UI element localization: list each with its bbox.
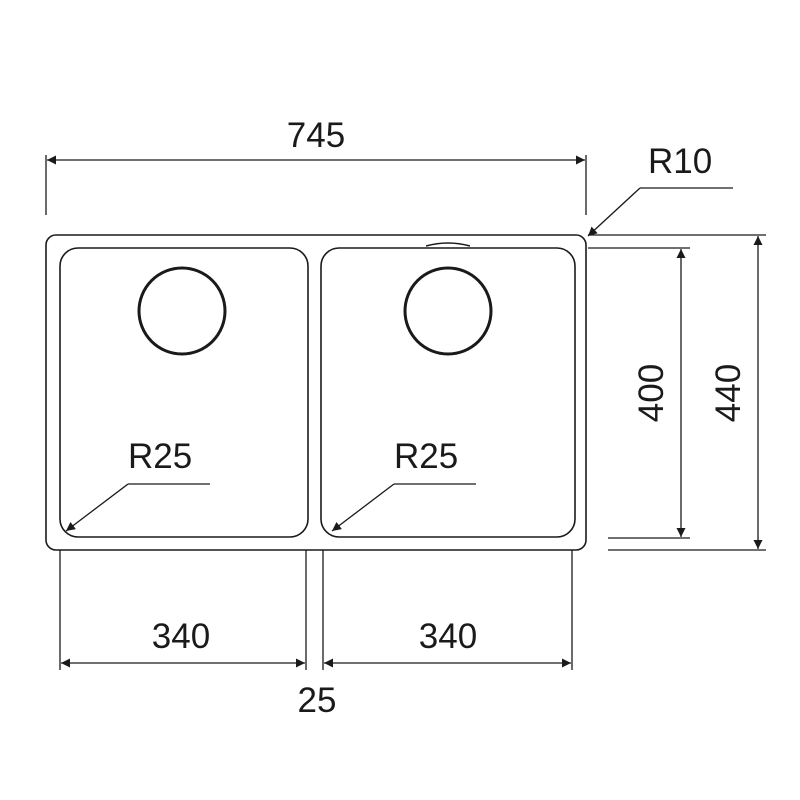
overflow-slot [425,242,471,247]
right-bowl-radius-label: R25 [394,437,458,476]
outer-radius-leader [587,187,641,237]
left-bowl-radius-leader [65,483,129,532]
left-drain [137,266,227,356]
right-bowl [320,247,576,538]
overall-depth-label: 440 [709,364,748,422]
depth-dimensions: 400 440 [588,234,766,551]
left-bowl-radius-label: R25 [128,437,192,476]
right-drain [403,266,493,356]
sink-outer-outline [45,234,587,551]
bowl-depth-label: 400 [632,364,671,422]
outer-radius-callout: R10 [587,142,733,237]
bottom-dimensions: 340 340 25 [59,550,573,720]
left-bowl-width-label: 340 [152,617,210,656]
outer-radius-label: R10 [648,142,712,181]
right-bowl-radius-callout: R25 [331,437,476,532]
overall-width-dimension: 745 [45,116,587,215]
bowl-gap-label: 25 [298,681,337,720]
overall-width-label: 745 [287,116,345,155]
right-bowl-width-label: 340 [419,617,477,656]
left-bowl-radius-callout: R25 [65,437,210,532]
sink-body [45,234,587,551]
left-bowl [59,247,309,538]
right-bowl-radius-leader [331,483,395,532]
